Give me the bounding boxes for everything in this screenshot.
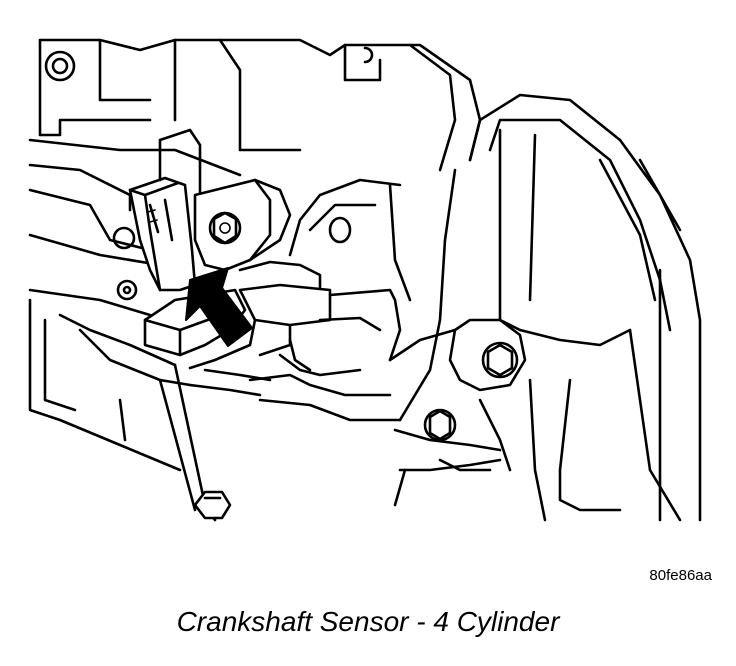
crankshaft-sensor-connector — [128, 128, 202, 292]
figure-caption: Crankshaft Sensor - 4 Cylinder — [176, 606, 560, 637]
right-timing-cover — [388, 93, 702, 522]
figure-reference-code: 80fe86aa — [649, 567, 712, 584]
arrow-icon — [185, 267, 253, 347]
bolt-icon — [423, 408, 457, 442]
bolt-icon — [208, 211, 242, 245]
crankshaft-sensor-illustration — [28, 38, 702, 522]
sensor-mount-bracket — [193, 178, 322, 297]
bolt-icon — [193, 490, 232, 520]
upper-engine-casting — [38, 38, 482, 172]
bolt-icon — [481, 341, 519, 379]
center-housing — [188, 178, 412, 422]
